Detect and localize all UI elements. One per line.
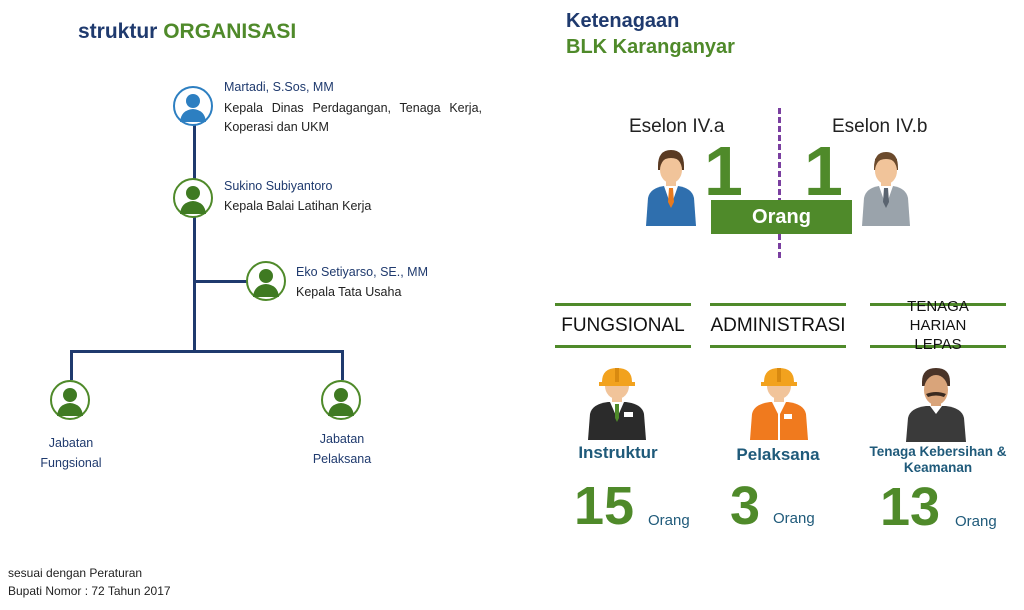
connector-pelaksana (341, 350, 344, 380)
unit-pelaksana: Orang (773, 510, 815, 527)
person-avatar-icon (173, 86, 213, 126)
count-pelaksana: 3 (730, 476, 761, 536)
category-header-administrasi: ADMINISTRASI (710, 303, 846, 348)
staffing-title: Ketenagaan BLK Karanganyar (566, 8, 735, 60)
regulation-line2: Bupati Nomor : 72 Tahun 2017 (8, 584, 171, 598)
org-title-part1: struktur (78, 20, 158, 43)
tu-title: Kepala Tata Usaha (296, 285, 402, 299)
fungsional-line2: Fungsional (40, 456, 102, 470)
head-name: Martadi, S.Sos, MM (224, 80, 334, 94)
pelaksana-label: Jabatan Pelaksana (302, 429, 382, 469)
person-avatar-icon (173, 178, 213, 218)
role-instruktur: Instruktur (578, 443, 658, 462)
regulation-note: sesuai dengan Peraturan Bupati Nomor : 7… (8, 564, 171, 600)
unit-instruktur: Orang (648, 512, 690, 529)
staffing-title-line1: Ketenagaan (566, 10, 680, 32)
role-tenaga-kebersihan: Tenaga Kebersihan & Keamanan (869, 444, 1007, 475)
fungsional-label: Jabatan Fungsional (31, 433, 111, 473)
category-header-thl: TENAGA HARIAN LEPAS (870, 298, 1006, 353)
eselon-a-count: 1 (704, 132, 743, 210)
org-title-part2: ORGANISASI (163, 20, 297, 43)
connector-fungsional (70, 350, 73, 380)
connector-tu (193, 280, 247, 283)
eselon-a-label: Eselon IV.a (629, 116, 725, 137)
businessman-icon (644, 146, 698, 226)
role-pelaksana: Pelaksana (736, 445, 820, 464)
category-header-fungsional: FUNGSIONAL (555, 303, 691, 348)
count-instruktur: 15 (574, 476, 635, 536)
pelaksana-line2: Pelaksana (312, 452, 372, 466)
eselon-b-count: 1 (804, 132, 843, 210)
eselon-divider (778, 108, 781, 258)
regulation-line1: sesuai dengan Peraturan (8, 566, 143, 580)
head-title: Kepala Dinas Perdagangan, Tenaga Kerja, … (224, 101, 482, 134)
balai-title: Kepala Balai Latihan Kerja (224, 199, 372, 213)
connector-horizontal-bottom (70, 350, 344, 353)
person-avatar-icon (50, 380, 90, 420)
worker-helmet-icon (748, 366, 810, 440)
businessman-icon (860, 148, 912, 226)
eselon-b-label: Eselon IV.b (832, 116, 928, 137)
org-title: struktur ORGANISASI (78, 20, 296, 44)
worker-helmet-icon (586, 366, 648, 440)
person-avatar-icon (246, 261, 286, 301)
fungsional-line1: Jabatan (48, 436, 94, 450)
connector-vertical-main (193, 124, 196, 352)
tu-name: Eko Setiyarso, SE., MM (296, 265, 428, 279)
count-tenaga-kebersihan: 13 (880, 477, 941, 537)
category-header-text: ADMINISTRASI (710, 314, 846, 336)
category-header-text: TENAGA HARIAN LEPAS (907, 298, 969, 353)
pelaksana-line1: Jabatan (319, 432, 365, 446)
category-header-text: FUNGSIONAL (561, 314, 685, 336)
eselon-orang-label: Orang (711, 200, 852, 234)
person-avatar-icon (321, 380, 361, 420)
unit-tenaga-kebersihan: Orang (955, 513, 997, 530)
cleaning-staff-icon (904, 366, 968, 442)
staffing-title-line2: BLK Karanganyar (566, 36, 735, 58)
balai-name: Sukino Subiyantoro (224, 179, 333, 193)
